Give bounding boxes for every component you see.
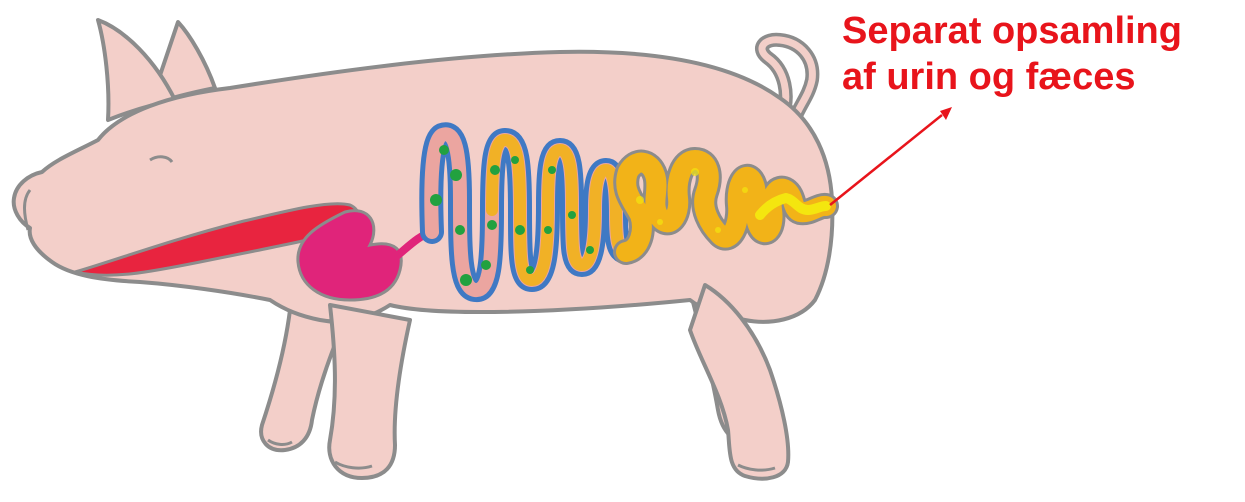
- pig-leg-front-near: [329, 305, 410, 478]
- annotation-line-1: Separat opsamling: [842, 8, 1182, 54]
- annotation-label: Separat opsamling af urin og fæces: [842, 8, 1182, 100]
- pig-body: [14, 20, 833, 479]
- annotation-line-2: af urin og fæces: [842, 54, 1182, 100]
- arrow-icon: [830, 107, 952, 205]
